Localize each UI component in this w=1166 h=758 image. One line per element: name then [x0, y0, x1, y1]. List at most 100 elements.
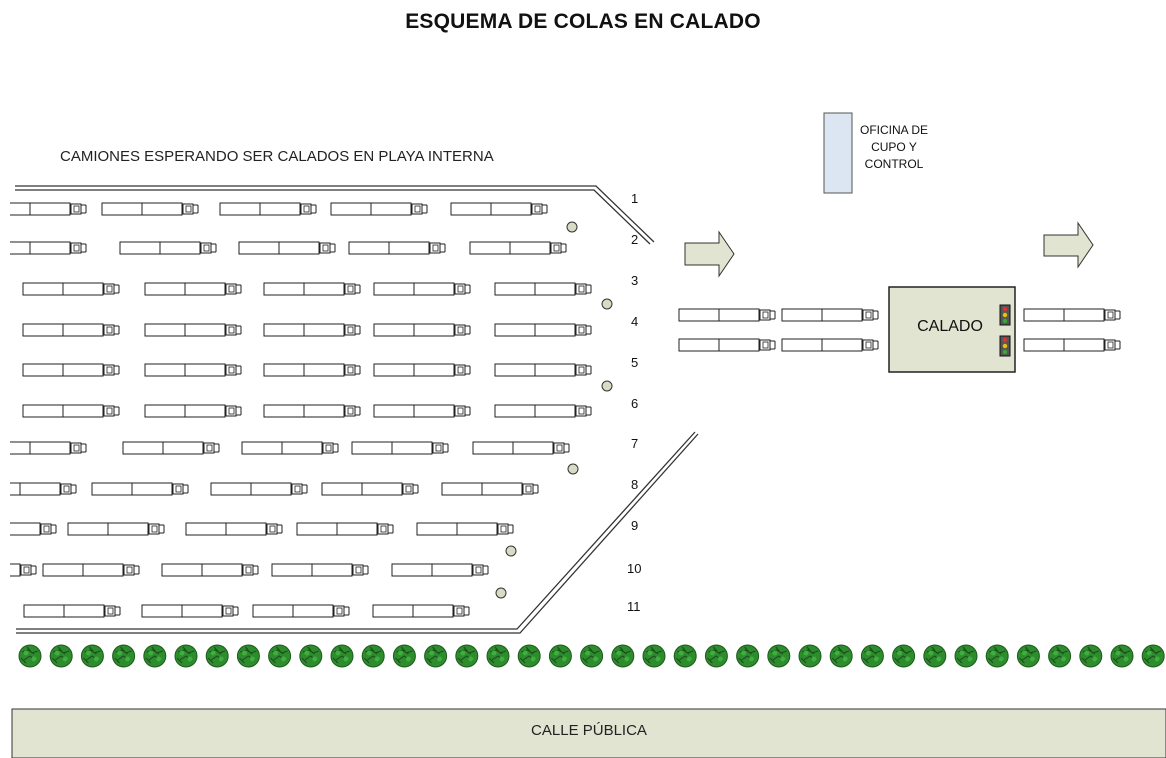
waiting-trucks — [0, 190, 592, 620]
truck-icon — [494, 282, 592, 296]
tree-icon — [330, 644, 354, 668]
truck-icon — [678, 338, 776, 352]
row-number: 9 — [631, 518, 639, 533]
tree-icon — [580, 644, 604, 668]
flow-arrow-out — [1043, 221, 1094, 269]
truck-icon — [22, 363, 120, 377]
truck-icon — [185, 522, 283, 536]
truck-icon — [119, 241, 217, 255]
traffic-light-icon — [999, 304, 1011, 326]
truck-icon — [67, 522, 165, 536]
tree-icon — [112, 644, 136, 668]
truck-icon — [0, 202, 87, 216]
truck-icon — [781, 308, 879, 322]
truck-icon — [252, 604, 350, 618]
tree-icon — [1110, 644, 1134, 668]
truck-icon — [22, 282, 120, 296]
yard-posts — [495, 221, 613, 599]
tree-icon — [49, 644, 73, 668]
office-label: OFICINA DE CUPO Y CONTROL — [859, 123, 928, 171]
truck-icon — [416, 522, 514, 536]
truck-icon — [23, 604, 121, 618]
row-number: 7 — [631, 436, 639, 451]
office-building — [823, 112, 853, 194]
truck-icon — [373, 363, 471, 377]
tree-icon — [517, 644, 541, 668]
row-number: 4 — [631, 314, 639, 329]
truck-icon — [450, 202, 548, 216]
truck-icon — [42, 563, 140, 577]
post-icon — [505, 545, 517, 557]
tree-icon — [392, 644, 416, 668]
row-number: 1 — [631, 191, 639, 206]
truck-icon — [161, 563, 259, 577]
calado-label: CALADO — [917, 318, 983, 335]
truck-icon — [0, 441, 87, 455]
tree-icon — [80, 644, 104, 668]
truck-icon — [1023, 308, 1121, 322]
tree-icon — [299, 644, 323, 668]
row-number: 6 — [631, 396, 639, 411]
tree-icon — [673, 644, 697, 668]
tree-icon — [424, 644, 448, 668]
truck-icon — [263, 282, 361, 296]
public-street — [11, 708, 1166, 758]
truck-icon — [0, 241, 87, 255]
tree-icon — [361, 644, 385, 668]
tree-icon — [236, 644, 260, 668]
truck-icon — [373, 282, 471, 296]
tree-icon — [923, 644, 947, 668]
post-icon — [495, 587, 507, 599]
truck-icon — [469, 241, 567, 255]
tree-icon — [205, 644, 229, 668]
tree-icon — [1079, 644, 1103, 668]
truck-icon — [0, 482, 77, 496]
truck-icon — [494, 404, 592, 418]
tree-row — [18, 644, 1165, 668]
truck-icon — [678, 308, 776, 322]
tree-icon — [1016, 644, 1040, 668]
truck-icon — [781, 338, 879, 352]
row-number: 10 — [627, 561, 642, 576]
truck-icon — [472, 441, 570, 455]
tree-icon — [985, 644, 1009, 668]
tree-icon — [767, 644, 791, 668]
tree-icon — [642, 644, 666, 668]
row-number: 8 — [631, 477, 639, 492]
tree-icon — [798, 644, 822, 668]
tree-icon — [143, 644, 167, 668]
tree-icon — [736, 644, 760, 668]
yard-boundary — [15, 185, 699, 634]
row-number: 2 — [631, 232, 639, 247]
post-icon — [601, 380, 613, 392]
truck-icon — [330, 202, 428, 216]
tree-icon — [611, 644, 635, 668]
truck-icon — [296, 522, 394, 536]
tree-icon — [548, 644, 572, 668]
tree-icon — [860, 644, 884, 668]
truck-icon — [144, 363, 242, 377]
tree-icon — [268, 644, 292, 668]
truck-icon — [494, 323, 592, 337]
tree-icon — [174, 644, 198, 668]
truck-icon — [271, 563, 369, 577]
truck-icon — [91, 482, 189, 496]
tree-icon — [829, 644, 853, 668]
edge-mask — [0, 190, 10, 620]
waiting-area-label: CAMIONES ESPERANDO SER CALADOS EN PLAYA … — [60, 148, 494, 165]
flow-arrow-in — [684, 230, 735, 278]
truck-icon — [373, 404, 471, 418]
truck-icon — [22, 404, 120, 418]
truck-icon — [263, 323, 361, 337]
truck-icon — [263, 363, 361, 377]
truck-icon — [219, 202, 317, 216]
tree-icon — [455, 644, 479, 668]
truck-icon — [1023, 338, 1121, 352]
tree-icon — [1048, 644, 1072, 668]
post-icon — [601, 298, 613, 310]
tree-icon — [954, 644, 978, 668]
tree-icon — [704, 644, 728, 668]
row-number: 3 — [631, 273, 639, 288]
tree-icon — [18, 644, 42, 668]
